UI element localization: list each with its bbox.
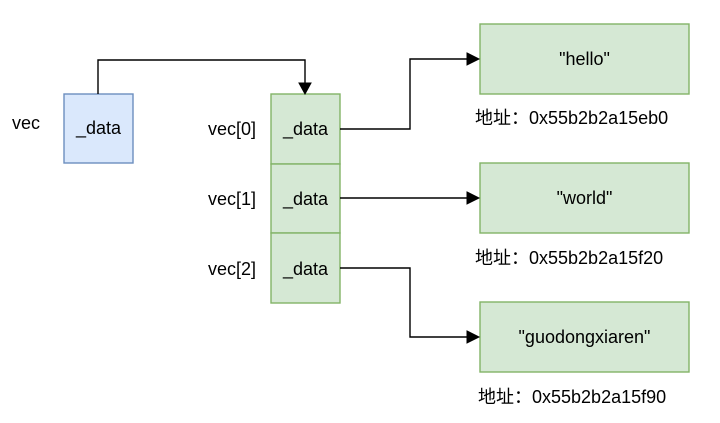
string-value-world: "world"	[557, 188, 613, 208]
arrowhead-element0-to-hello	[466, 52, 481, 66]
element-label-1: vec[1]	[208, 189, 256, 209]
connector-element2-to-guodongxiaren	[340, 267, 471, 338]
string-box-guodongxiaren[interactable]	[479, 301, 690, 373]
vec-data-box[interactable]	[63, 93, 134, 164]
element-cell-1[interactable]	[270, 163, 341, 234]
vec-label: vec	[12, 113, 40, 133]
string-box-world[interactable]	[479, 162, 690, 234]
string-box-hello[interactable]	[479, 23, 690, 95]
element-field-1: _data	[282, 189, 329, 210]
arrowhead-element1-to-world	[466, 191, 481, 205]
string-address-guodongxiaren: 地址：0x55b2b2a15f90	[478, 387, 666, 407]
string-objects: "hello" 地址：0x55b2b2a15eb0 "world" 地址：0x5…	[475, 23, 690, 407]
element-cell-0[interactable]	[270, 93, 341, 165]
string-address-world: 地址：0x55b2b2a15f20	[475, 248, 663, 268]
connector-vec-to-array	[97, 59, 306, 94]
vec-data-field: _data	[75, 118, 122, 139]
arrowhead-vec-to-array	[298, 82, 312, 96]
element-label-0: vec[0]	[208, 119, 256, 139]
element-field-0: _data	[282, 119, 329, 140]
element-array: vec[0] _data vec[1] _data vec[2] _data	[208, 93, 341, 304]
string-value-hello: "hello"	[559, 49, 610, 69]
string-address-hello: 地址：0x55b2b2a15eb0	[475, 108, 668, 128]
element-field-2: _data	[282, 259, 329, 280]
connector-element0-to-hello	[340, 58, 471, 130]
element-label-2: vec[2]	[208, 259, 256, 279]
pointer-connectors	[97, 52, 481, 344]
arrowhead-element2-to-guodongxiaren	[466, 330, 481, 344]
string-value-guodongxiaren: "guodongxiaren"	[519, 327, 651, 347]
